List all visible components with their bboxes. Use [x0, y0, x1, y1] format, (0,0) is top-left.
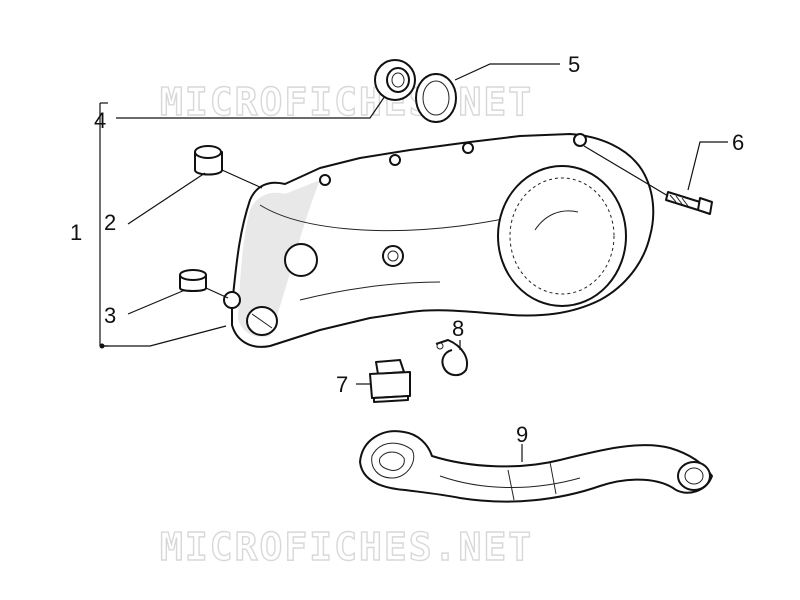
- callout-7: 7: [336, 372, 348, 397]
- leader-6b: [583, 145, 669, 197]
- callout-2: 2: [104, 210, 116, 235]
- part-2-sleeve: [194, 145, 223, 176]
- leader-1: [104, 325, 227, 347]
- callout-5: 5: [568, 52, 580, 77]
- transmission-cover: [223, 133, 655, 348]
- part-8-clamp: [435, 339, 468, 376]
- leader-2b: [221, 169, 263, 189]
- callout-9: 9: [516, 422, 528, 447]
- callout-3: 3: [104, 303, 116, 328]
- leader-1-dot: [99, 343, 105, 349]
- callout-6: 6: [732, 130, 744, 155]
- leader-2: [127, 172, 206, 225]
- callout-1: 1: [70, 220, 82, 245]
- part-5-circlip: [415, 73, 457, 123]
- watermark-bottom: MICROFICHES.NET: [160, 525, 533, 569]
- callout-8: 8: [452, 316, 464, 341]
- leader-3: [127, 289, 186, 315]
- part-9-air-duct: [359, 430, 713, 503]
- leader-5: [454, 63, 560, 81]
- leader-4: [116, 95, 386, 119]
- callout-4: 4: [94, 108, 106, 133]
- watermark-top: MICROFICHES.NET: [160, 80, 533, 124]
- leader-6: [687, 141, 728, 191]
- leader-3b: [205, 287, 229, 299]
- part-6-bolt: [665, 191, 713, 215]
- part-4-bearing: [374, 59, 416, 101]
- part-3-bushing: [179, 269, 207, 292]
- part-7-rubber-block: [369, 359, 411, 403]
